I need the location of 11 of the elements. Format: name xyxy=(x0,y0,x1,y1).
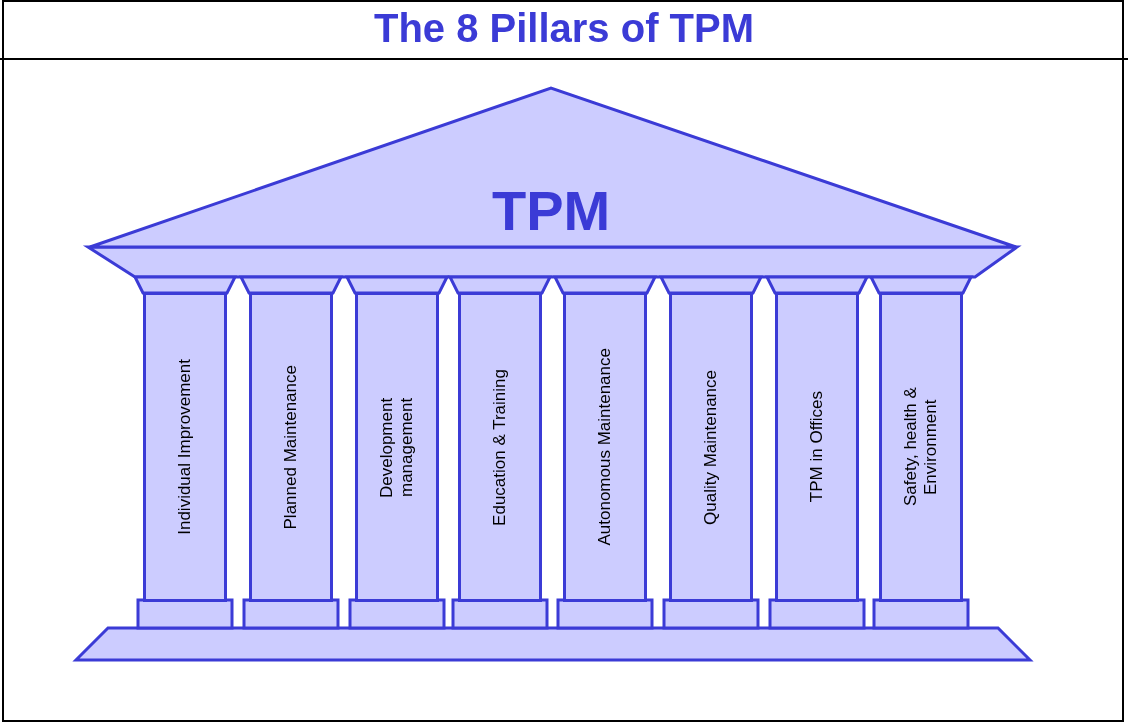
pillar-label: Planned Maintenance xyxy=(281,364,301,530)
roof-triangle xyxy=(88,86,1018,249)
pillar-label: Education & Training xyxy=(490,368,510,526)
pillar-label: Development management xyxy=(377,395,417,500)
pillar-label: Autonomous Maintenance xyxy=(595,348,615,546)
pillar-label: Individual Improvement xyxy=(175,359,195,535)
roof-label: TPM xyxy=(492,178,611,243)
title: The 8 Pillars of TPM xyxy=(373,5,755,52)
pillar-label: Quality Maintenance xyxy=(701,369,721,525)
pillar-label: TPM in Offices xyxy=(807,391,827,503)
pillar-label: Safety, health & Environment xyxy=(901,386,941,509)
